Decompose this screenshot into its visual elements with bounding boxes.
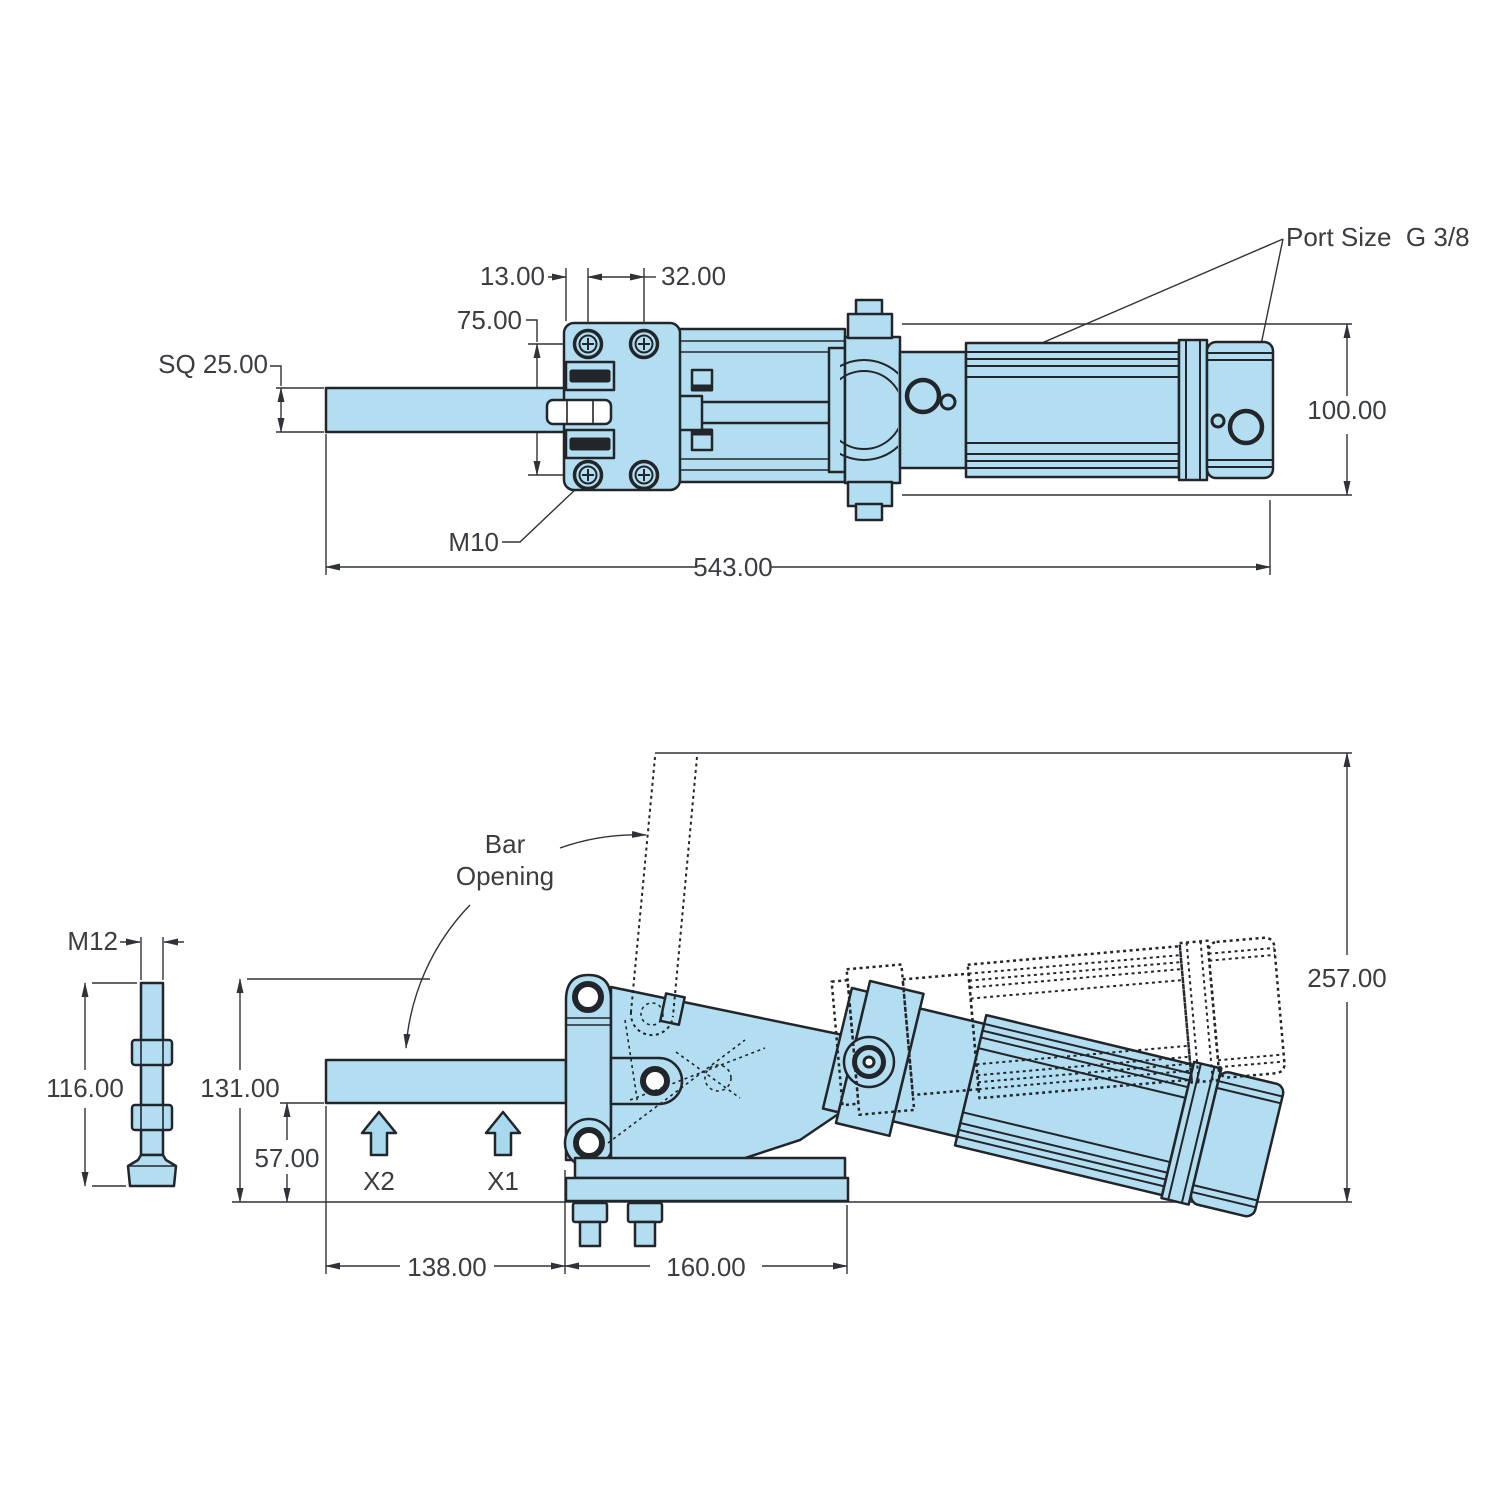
dim-13-label: 13.00 bbox=[480, 261, 545, 291]
mounting-plate bbox=[545, 321, 682, 492]
cylinder-side-view bbox=[819, 976, 1288, 1225]
cylinder-top-view bbox=[827, 298, 1275, 522]
x1-arrow-icon bbox=[484, 1110, 522, 1157]
dim-131-label: 131.00 bbox=[200, 1073, 280, 1103]
air-port-front bbox=[904, 377, 942, 415]
clamp-spindle bbox=[126, 981, 178, 1188]
bar-pivot-slot bbox=[545, 398, 613, 426]
dim-138-label: 138.00 bbox=[407, 1252, 487, 1282]
hidden-lines bbox=[607, 1002, 766, 1144]
clamp-bar-top-view bbox=[324, 386, 568, 434]
dim-sq25-label: SQ 25.00 bbox=[158, 349, 268, 379]
mounting-base bbox=[564, 1156, 850, 1248]
dim-75-label: 75.00 bbox=[457, 305, 522, 335]
bar-opening-label-line2: Opening bbox=[456, 861, 554, 891]
spindle-foot bbox=[126, 1153, 178, 1188]
base-bolt bbox=[571, 1201, 609, 1248]
socket-screw bbox=[628, 459, 660, 491]
dim-100-label: 100.00 bbox=[1307, 395, 1387, 425]
clamp-bar-side-view bbox=[324, 1058, 568, 1105]
top-view-dimension-lines bbox=[270, 238, 1352, 575]
phantom-bar-open bbox=[629, 756, 698, 1037]
dim-543-label: 543.00 bbox=[693, 552, 773, 582]
dim-257-label: 257.00 bbox=[1307, 963, 1387, 993]
hex-nut bbox=[130, 1103, 174, 1132]
hex-nut bbox=[130, 1038, 174, 1067]
dim-m10-label: M10 bbox=[448, 527, 499, 557]
trunnion-tab-bottom bbox=[854, 502, 884, 522]
x2-arrow-icon bbox=[360, 1110, 398, 1157]
sensor-position-markers: X2 X1 bbox=[360, 1110, 522, 1196]
bar-opening-annotation: Bar Opening bbox=[403, 829, 647, 1049]
base-bolt bbox=[626, 1201, 664, 1248]
dim-160-label: 160.00 bbox=[666, 1252, 746, 1282]
x1-label: X1 bbox=[487, 1166, 519, 1196]
bar-opening-label-line1: Bar bbox=[485, 829, 526, 859]
socket-screw bbox=[572, 459, 604, 491]
air-port-rear bbox=[1227, 408, 1265, 446]
base-pivot-hole bbox=[573, 1127, 605, 1159]
dim-57-label: 57.00 bbox=[254, 1143, 319, 1173]
port-size-label: Port Size G 3/8 bbox=[1286, 222, 1470, 252]
socket-screw bbox=[572, 328, 604, 360]
link-pivot-hole bbox=[640, 1066, 670, 1096]
dim-116-label: 116.00 bbox=[46, 1073, 124, 1103]
arm-pivot-hole bbox=[572, 981, 604, 1013]
top-view: 13.00 32.00 75.00 SQ 25.00 M10 543.00 10… bbox=[158, 222, 1469, 582]
bottom-view-dimension-lines bbox=[81, 752, 1352, 1274]
bottom-view-dimension-labels: M12 116.00 131.00 57.00 138.00 160.00 25… bbox=[46, 926, 1387, 1282]
dim-m12-label: M12 bbox=[67, 926, 118, 956]
socket-screw bbox=[628, 328, 660, 360]
dim-32-label: 32.00 bbox=[661, 261, 726, 291]
top-view-dimension-labels: 13.00 32.00 75.00 SQ 25.00 M10 543.00 10… bbox=[158, 222, 1469, 582]
toggle-pin bbox=[659, 992, 686, 1027]
bottom-view: Bar Opening X2 X1 M12 116.00 131.00 57.0… bbox=[46, 752, 1387, 1282]
x2-label: X2 bbox=[363, 1166, 395, 1196]
